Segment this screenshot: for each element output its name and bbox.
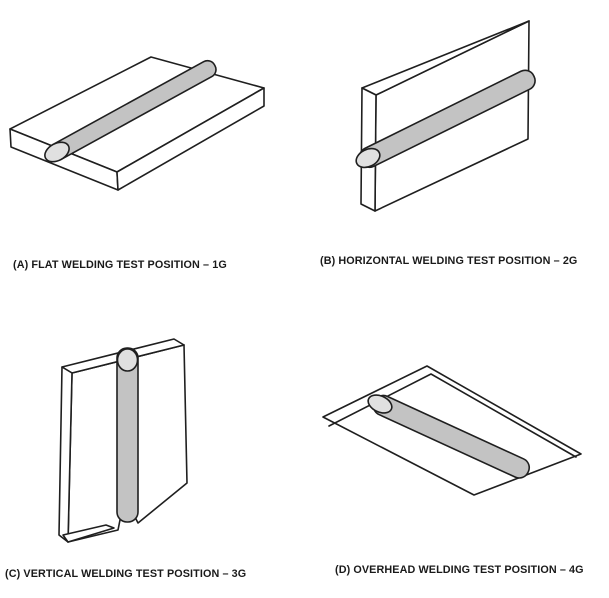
vertical-position-diagram <box>58 338 188 543</box>
plate-front-right-face <box>116 87 265 191</box>
weld-bead-end-cap <box>44 141 70 163</box>
weld-bead <box>116 347 139 523</box>
plate-thickness-edge <box>328 373 577 458</box>
flat-position-diagram <box>9 56 265 191</box>
overhead-position-diagram <box>322 365 582 496</box>
horizontal-position-diagram <box>355 20 536 212</box>
weld-bead-end-cap <box>367 394 393 414</box>
caption-overhead-4g: (D) OVERHEAD WELDING TEST POSITION – 4G <box>335 564 584 576</box>
plate-bottom-face <box>62 524 115 543</box>
weld-bead-end-cap <box>355 147 381 169</box>
caption-flat-1g: (A) FLAT WELDING TEST POSITION – 1G <box>13 259 227 271</box>
caption-horizontal-2g: (B) HORIZONTAL WELDING TEST POSITION – 2… <box>320 255 578 267</box>
caption-vertical-3g: (C) VERTICAL WELDING TEST POSITION – 3G <box>5 568 247 580</box>
weld-bead-end-cap <box>116 348 139 372</box>
